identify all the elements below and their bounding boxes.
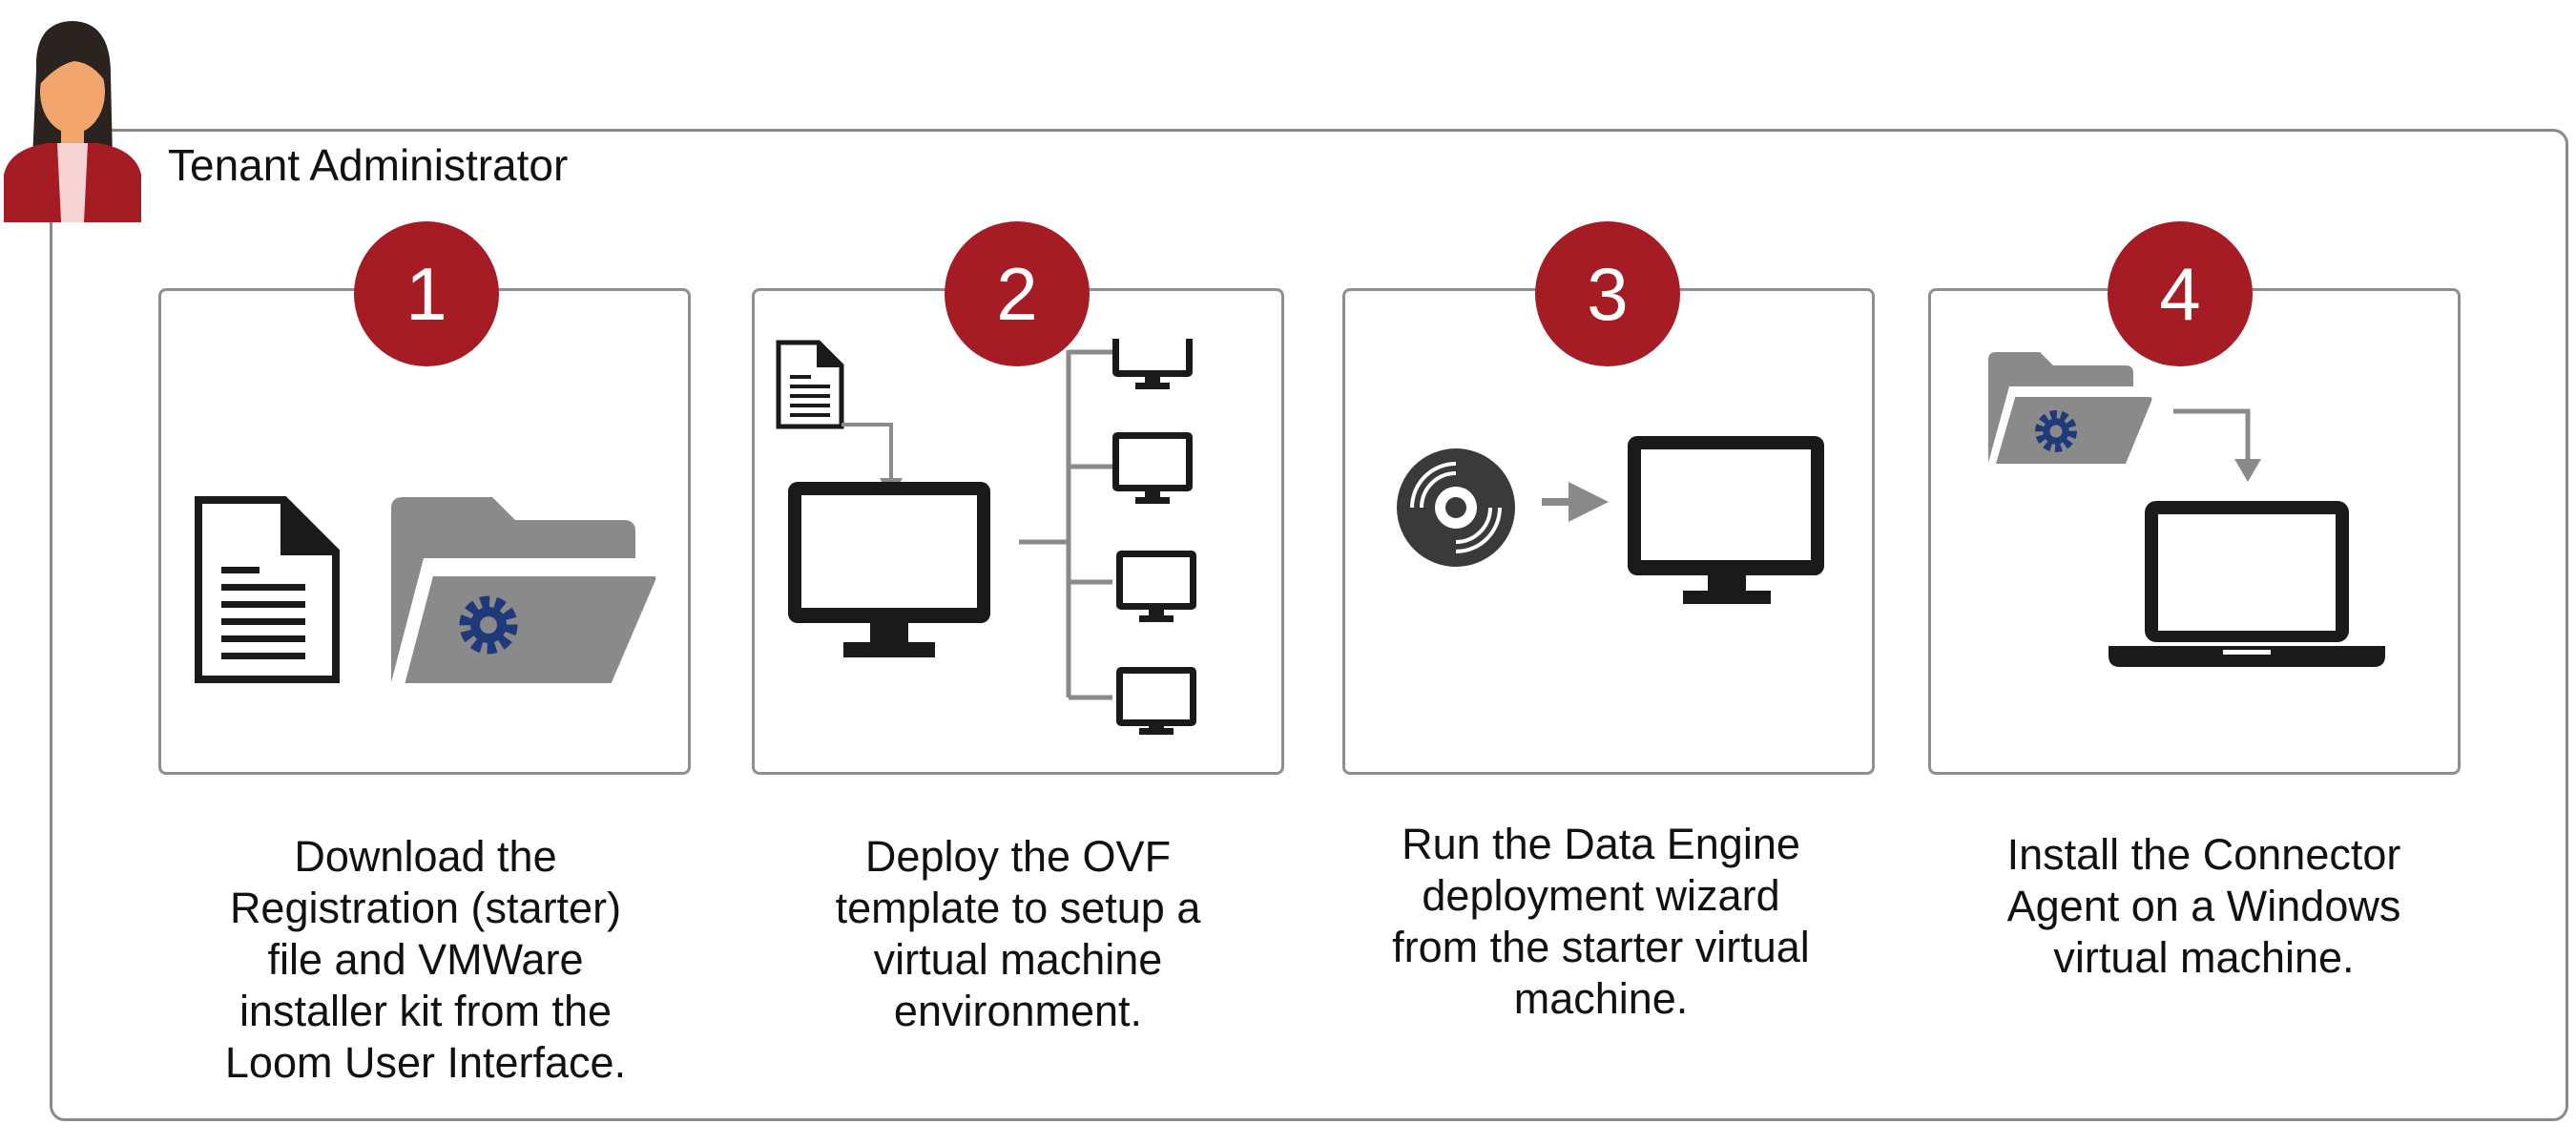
connector-install-graphic [1988, 352, 2385, 667]
step-2-badge: 2 [945, 221, 1090, 366]
step-4-badge: 4 [2108, 221, 2253, 366]
vm-monitor-icon-2 [1112, 432, 1193, 504]
ovf-deployment-graphic [776, 339, 1196, 735]
laptop-icon [2109, 501, 2385, 667]
workflow-frame [50, 129, 2568, 1121]
step-3-caption: Run the Data Engine deployment wizard fr… [1392, 820, 1810, 1023]
installer-folder-icon [391, 497, 662, 692]
arrow-down-icon [2234, 459, 2261, 482]
step-3-badge: 3 [1535, 221, 1680, 366]
template-document-icon [776, 340, 844, 429]
vm-monitor-icon-3 [1116, 551, 1196, 622]
step-1-badge: 1 [354, 221, 499, 366]
arrow-right-icon [1568, 482, 1609, 522]
host-monitor-icon [788, 482, 990, 657]
step-4-caption: Install the Connector Agent on a Windows… [2006, 830, 2401, 982]
connector-folder-icon [1988, 352, 2158, 469]
wizard-deployment-graphic [1397, 436, 1824, 604]
document-icon [195, 496, 340, 683]
role-label: Tenant Administrator [168, 140, 569, 190]
disc-icon [1397, 448, 1515, 567]
target-monitor-icon [1628, 436, 1824, 604]
step-1-caption: Download the Registration (starter) file… [224, 832, 627, 1087]
vm-monitor-icon-4 [1116, 667, 1196, 735]
administrator-avatar [4, 21, 141, 222]
step-2-caption: Deploy the OVF template to setup a virtu… [835, 832, 1201, 1035]
vm-monitor-icon-1 [1112, 339, 1193, 389]
